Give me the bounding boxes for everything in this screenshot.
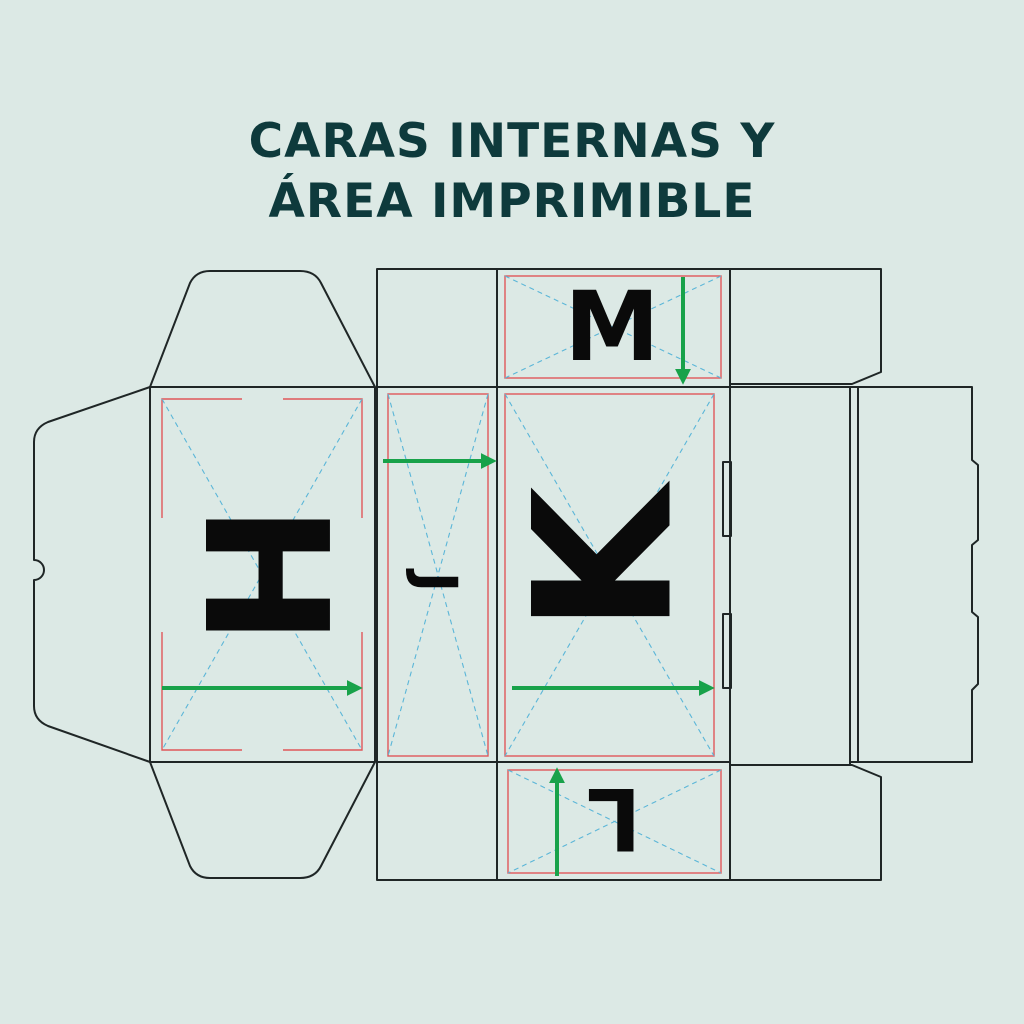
panel-l-safe-area [507,769,722,874]
top-side-flap-right [730,268,882,385]
face-letter-k: K [494,481,715,634]
panel-l [496,761,731,881]
panel-h [149,386,376,763]
title-line-1: CARAS INTERNAS Y [248,114,776,169]
bottom-side-flap-left [376,761,498,881]
top-side-flap-left [376,268,498,388]
face-letter-j: J [404,568,469,593]
guide-diagonals [161,275,722,874]
right-end-flap [850,386,859,763]
left-bottom-tuck-flap [149,761,376,879]
left-top-tuck-flap [149,270,376,388]
panel-k-safe-area [504,393,715,757]
lock-slot-upper [722,461,732,537]
face-letter-h: H [165,504,363,646]
lock-slot-lower [722,613,732,689]
diagram-title: CARAS INTERNAS Y ÁREA IMPRIMIBLE [0,112,1024,232]
title-line-2: ÁREA IMPRIMIBLE [268,174,756,229]
panel-m [496,268,731,388]
panel-m-safe-area [504,275,722,379]
face-letter-m: M [564,271,660,383]
right-tuck-flap [858,386,979,763]
bottom-side-flap-right [730,764,882,881]
panel-j-safe-area [387,393,489,757]
face-letter-l: L [587,768,642,868]
right-wall-panel [729,386,851,766]
left-dust-flap [33,386,151,763]
